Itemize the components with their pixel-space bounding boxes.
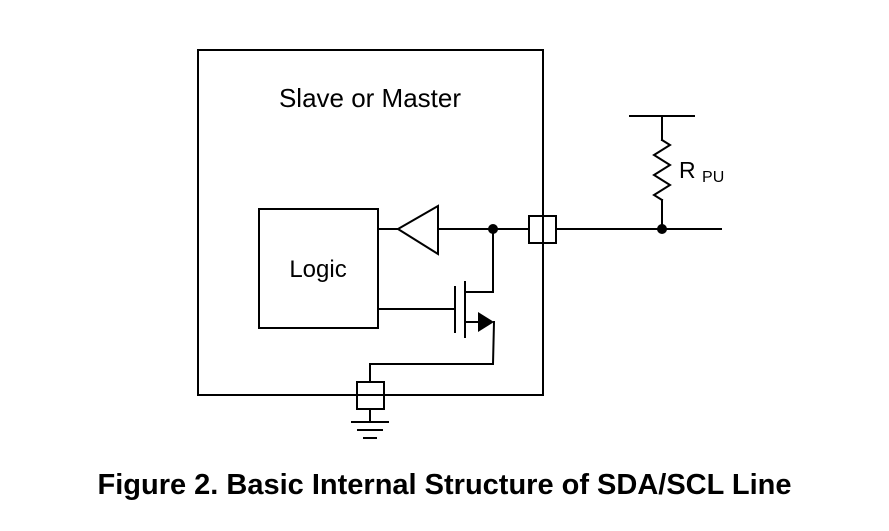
drain-wire [464,228,494,293]
source-wire [369,320,496,383]
device-block [197,49,544,396]
transistor-arrow-icon [478,312,494,332]
resistor-label: R PU [679,157,724,186]
logic-block-label: Logic [289,256,346,283]
pull-up-resistor-icon [652,138,672,202]
device-block-label: Slave or Master [279,83,461,113]
circuit-diagram: Slave or Master Logic R PU [197,49,724,439]
logic-block [258,208,379,329]
figure-caption: Figure 2. Basic Internal Structure of SD… [97,469,792,501]
input-buffer-icon [396,204,439,256]
ground-icon [351,421,389,439]
resistor-label-subscript: PU [702,169,724,186]
resistor-label-main: R [679,157,696,183]
